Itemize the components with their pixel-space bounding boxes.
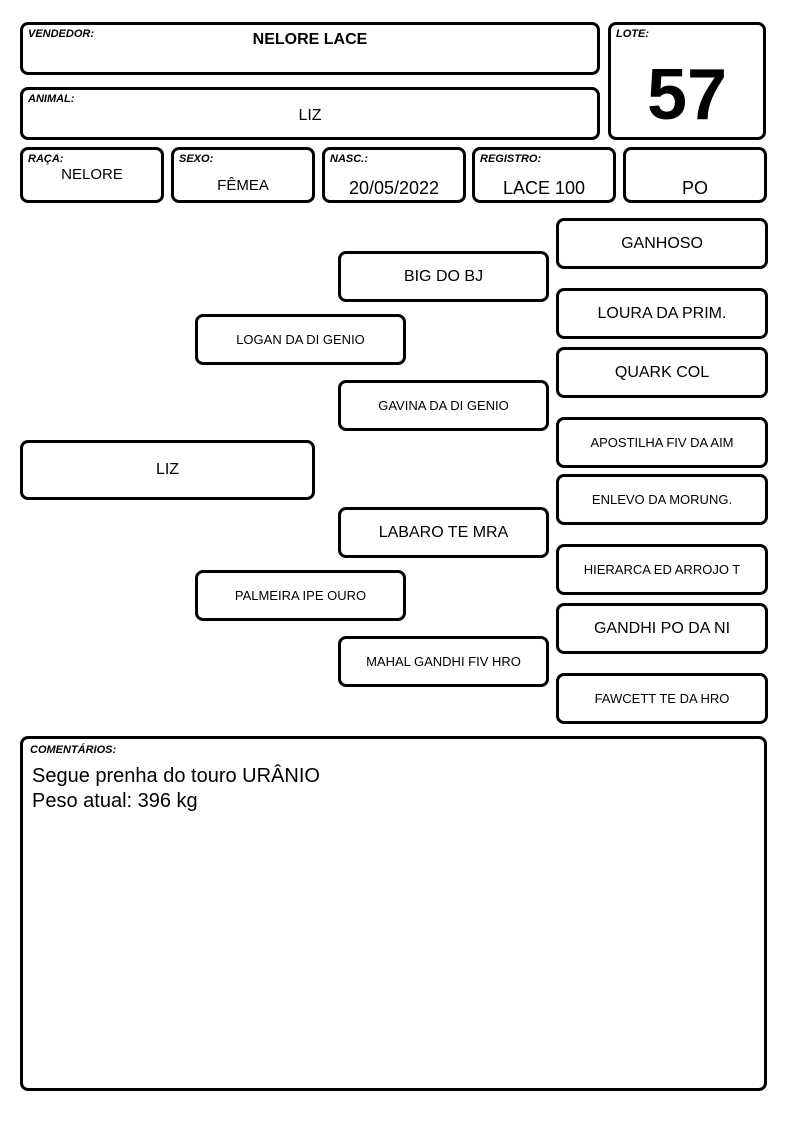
lote-box: LOTE: 57 — [608, 22, 766, 140]
pedigree-maternal-granddam: MAHAL GANDHI FIV HRO — [338, 636, 549, 687]
animal-box: ANIMAL: LIZ — [20, 87, 600, 140]
pedigree-ggp-5: ENLEVO DA MORUNG. — [556, 474, 768, 525]
raca-box: RAÇA: NELORE — [20, 147, 164, 203]
nasc-label: NASC.: — [330, 153, 368, 165]
pedigree-ggp-8: FAWCETT TE DA HRO — [556, 673, 768, 724]
pedigree-paternal-grandsire: BIG DO BJ — [338, 251, 549, 302]
pedigree-sire: LOGAN DA DI GENIO — [195, 314, 406, 365]
comments-label: COMENTÁRIOS: — [30, 744, 117, 756]
pedigree-ggp-1: GANHOSO — [556, 218, 768, 269]
vendedor-box: VENDEDOR: NELORE LACE — [20, 22, 600, 75]
pedigree-animal: LIZ — [20, 440, 315, 500]
registro-value: LACE 100 — [502, 178, 586, 198]
pedigree-ggp-6: HIERARCA ED ARROJO T — [556, 544, 768, 595]
animal-value: LIZ — [298, 107, 322, 124]
categoria-box: PO — [623, 147, 767, 203]
comments-line: Segue prenha do touro URÂNIO — [32, 765, 320, 787]
pedigree-ggp-4: APOSTILHA FIV DA AIM — [556, 417, 768, 468]
pedigree-ggp-3: QUARK COL — [556, 347, 768, 398]
registro-label: REGISTRO: — [480, 153, 542, 165]
pedigree-paternal-granddam: GAVINA DA DI GENIO — [338, 380, 549, 431]
comments-line: Peso atual: 396 kg — [32, 790, 198, 812]
registro-box: REGISTRO: LACE 100 — [472, 147, 616, 203]
raca-value: NELORE — [61, 166, 123, 183]
raca-label: RAÇA: — [28, 153, 64, 165]
vendedor-label: VENDEDOR: — [28, 28, 95, 40]
nasc-box: NASC.: 20/05/2022 — [322, 147, 466, 203]
pedigree-ggp-7: GANDHI PO DA NI — [556, 603, 768, 654]
pedigree-ggp-2: LOURA DA PRIM. — [556, 288, 768, 339]
comments-box: COMENTÁRIOS: Segue prenha do touro URÂNI… — [20, 736, 767, 1091]
comments-text: Segue prenha do touro URÂNIO Peso atual:… — [32, 764, 320, 814]
pedigree-maternal-grandsire: LABARO TE MRA — [338, 507, 549, 558]
vendedor-value: NELORE LACE — [252, 31, 368, 48]
lote-value: 57 — [646, 55, 728, 135]
animal-label: ANIMAL: — [28, 93, 75, 105]
sexo-label: SEXO: — [179, 153, 214, 165]
sexo-value: FÊMEA — [217, 177, 269, 194]
nasc-value: 20/05/2022 — [348, 178, 440, 198]
lote-label: LOTE: — [616, 28, 649, 40]
sexo-box: SEXO: FÊMEA — [171, 147, 315, 203]
categoria-value: PO — [681, 178, 708, 198]
pedigree-dam: PALMEIRA IPE OURO — [195, 570, 406, 621]
